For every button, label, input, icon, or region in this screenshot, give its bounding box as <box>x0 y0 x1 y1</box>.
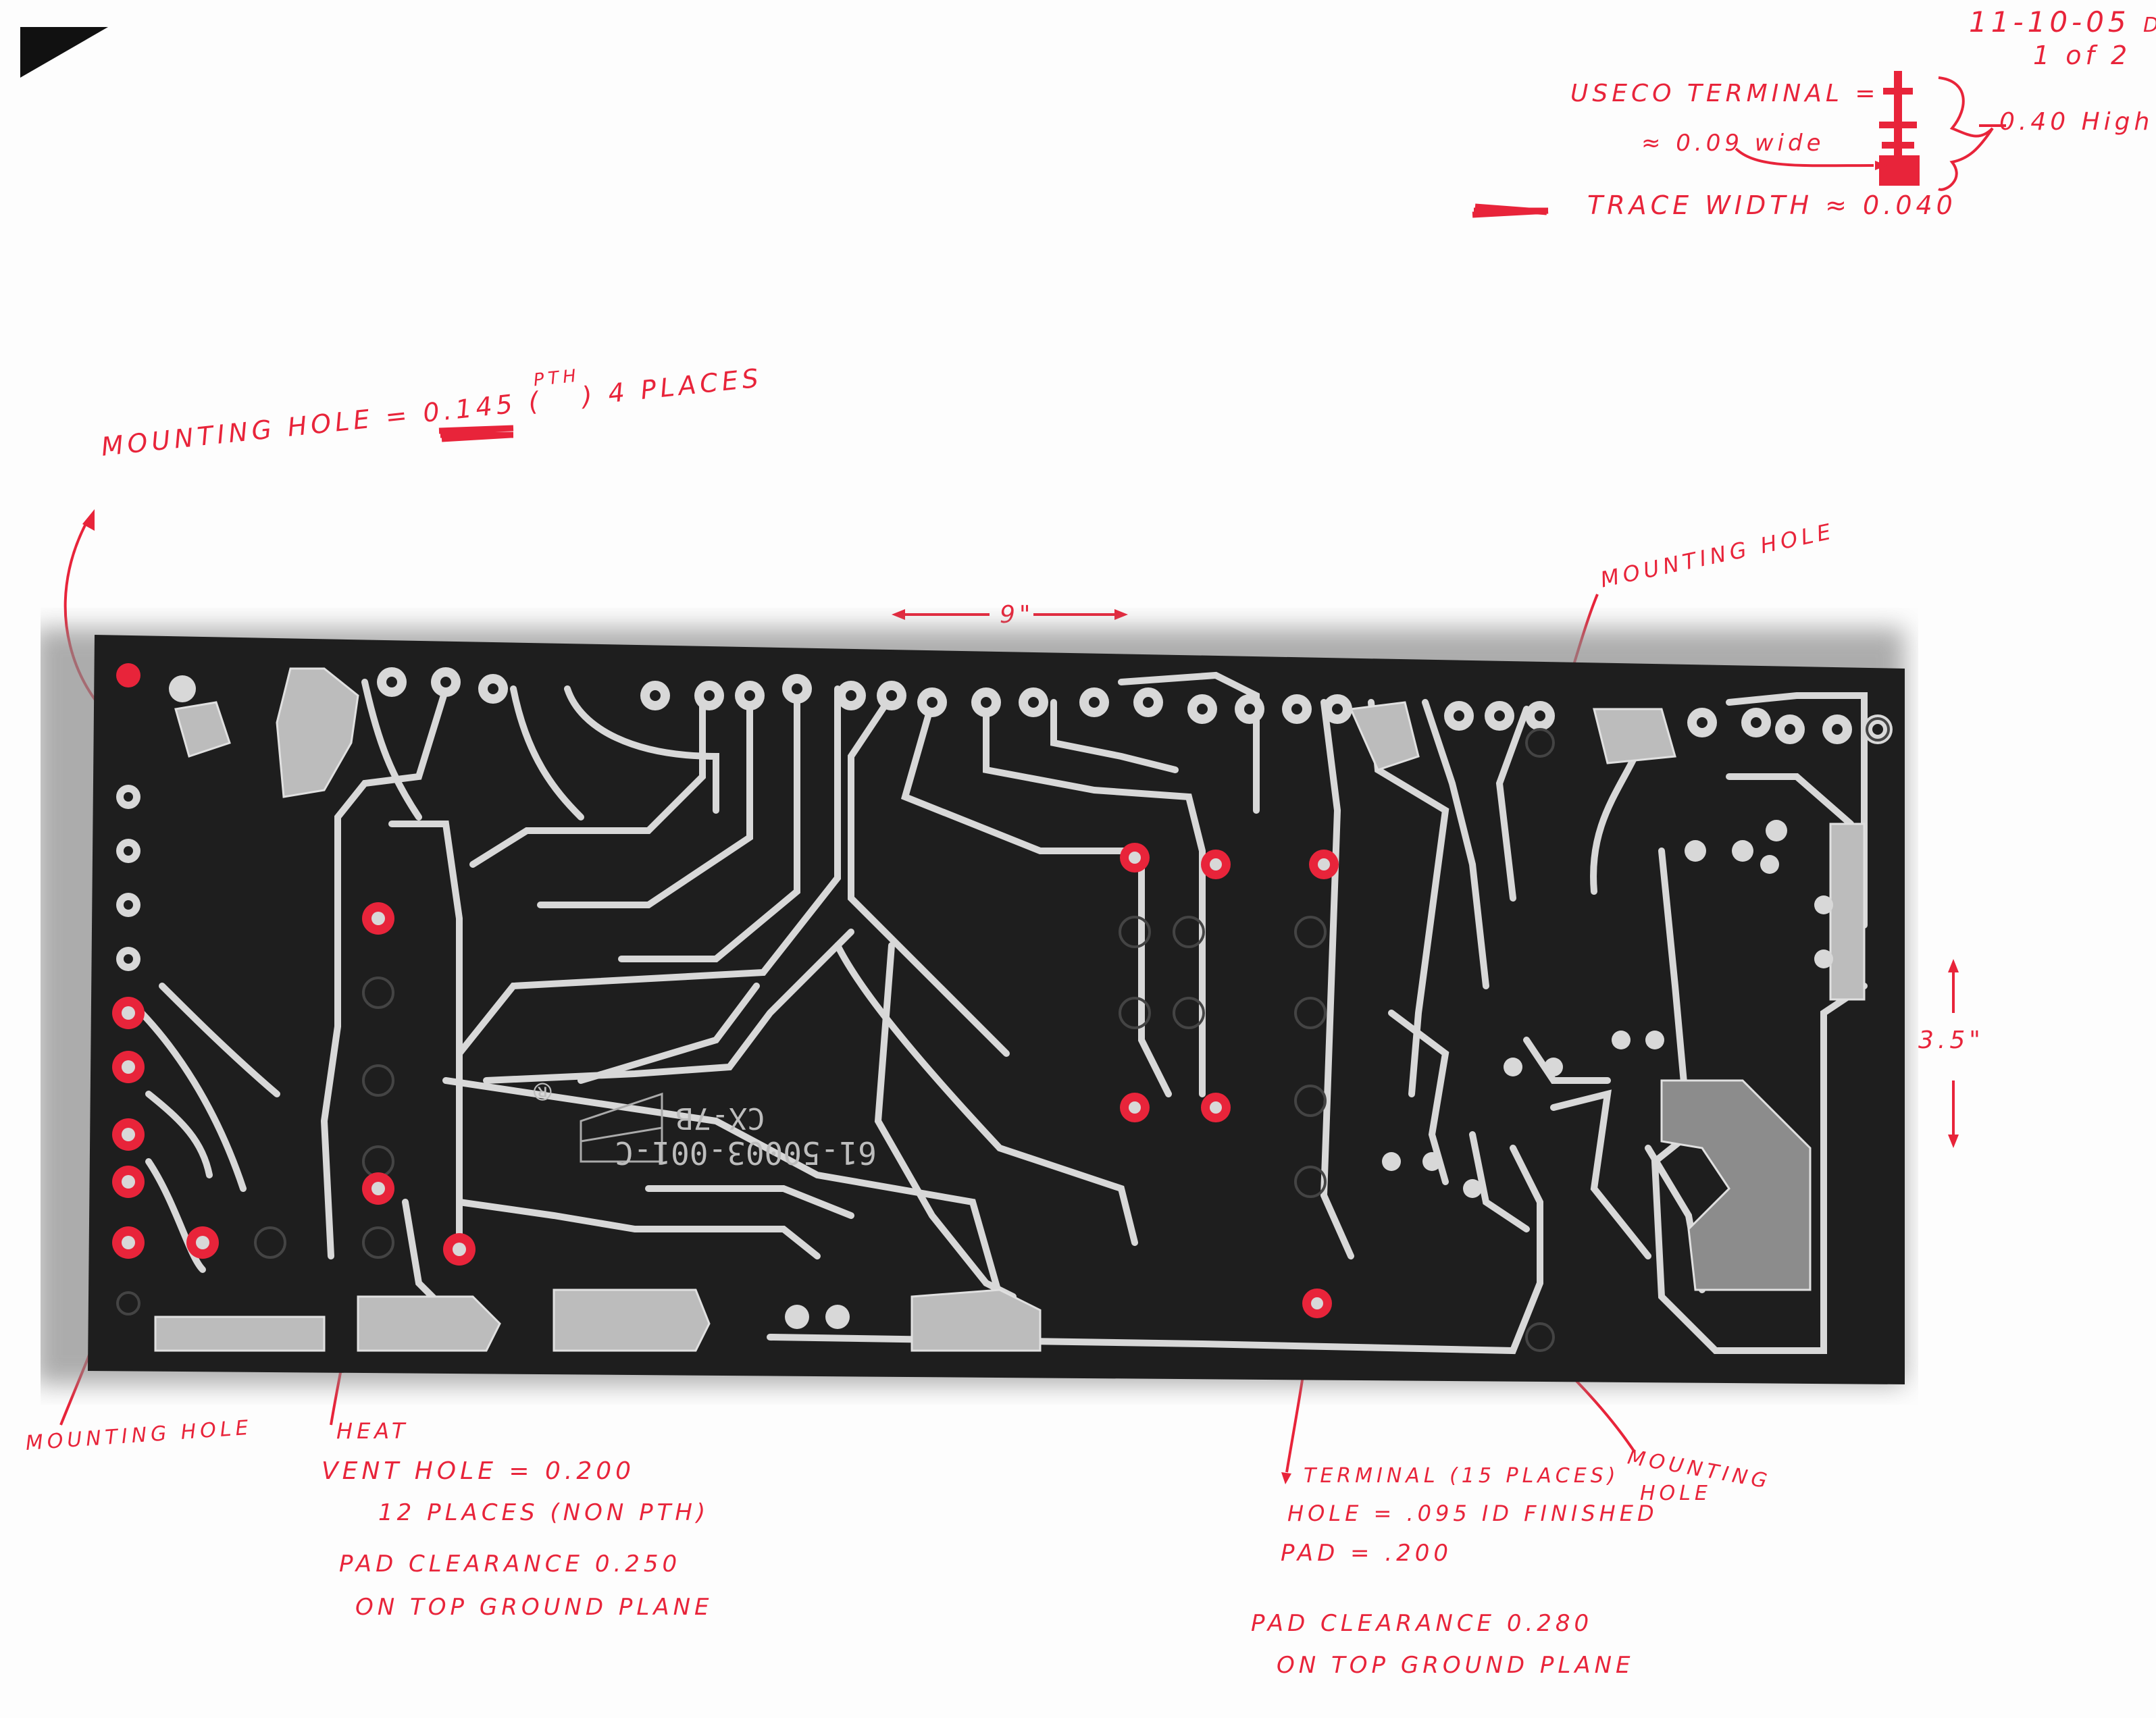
pad-clearance-left-1: PAD CLEARANCE 0.250 <box>339 1551 682 1578</box>
terminal-callout-line1: USECO TERMINAL = <box>1570 80 1880 107</box>
scan-corner-mark <box>20 27 108 78</box>
trace-width-note: TRACE WIDTH ≈ 0.040 <box>1587 190 1957 220</box>
board-model: CX-7B <box>675 1101 765 1135</box>
board-logo <box>580 1092 663 1163</box>
board-part-number: 61-50003-001-C <box>615 1135 877 1171</box>
vent-hole-spec: VENT HOLE = 0.200 <box>322 1457 636 1485</box>
initials: DB <box>2143 14 2156 37</box>
pcb-artwork <box>41 628 1905 1384</box>
pad-clearance-right-1: PAD CLEARANCE 0.280 <box>1251 1610 1593 1637</box>
terminal-callout-line2: ≈ 0.09 wide <box>1641 130 1825 157</box>
mounting-hole-br-2: HOLE <box>1640 1482 1712 1505</box>
board-registered-mark: ® <box>534 1074 552 1108</box>
terminal-places: TERMINAL (15 PLACES) <box>1304 1464 1620 1488</box>
date-note: 11-10-05 DB <box>1969 5 2156 38</box>
width-dimension: 9" <box>1000 601 1035 629</box>
pcb-board: 61-50003-001-C CX-7B ® <box>41 608 1918 1405</box>
terminal-sketch <box>1472 71 2006 218</box>
pth-scribble <box>438 425 514 442</box>
pad-clearance-left-2: ON TOP GROUND PLANE <box>355 1594 713 1621</box>
page-number: 1 of 2 <box>2033 41 2132 70</box>
terminal-hole-spec: HOLE = .095 ID FINISHED <box>1287 1501 1658 1526</box>
heat-label: HEAT <box>336 1418 409 1444</box>
pad-clearance-right-2: ON TOP GROUND PLANE <box>1277 1652 1635 1679</box>
vent-hole-places: 12 PLACES (NON PTH) <box>378 1499 710 1526</box>
terminal-height: 0.40 High <box>1999 108 2154 136</box>
height-dimension: 3.5" <box>1918 1026 1984 1054</box>
date: 11-10-05 <box>1969 5 2130 38</box>
terminal-pad-spec: PAD = .200 <box>1281 1540 1453 1567</box>
